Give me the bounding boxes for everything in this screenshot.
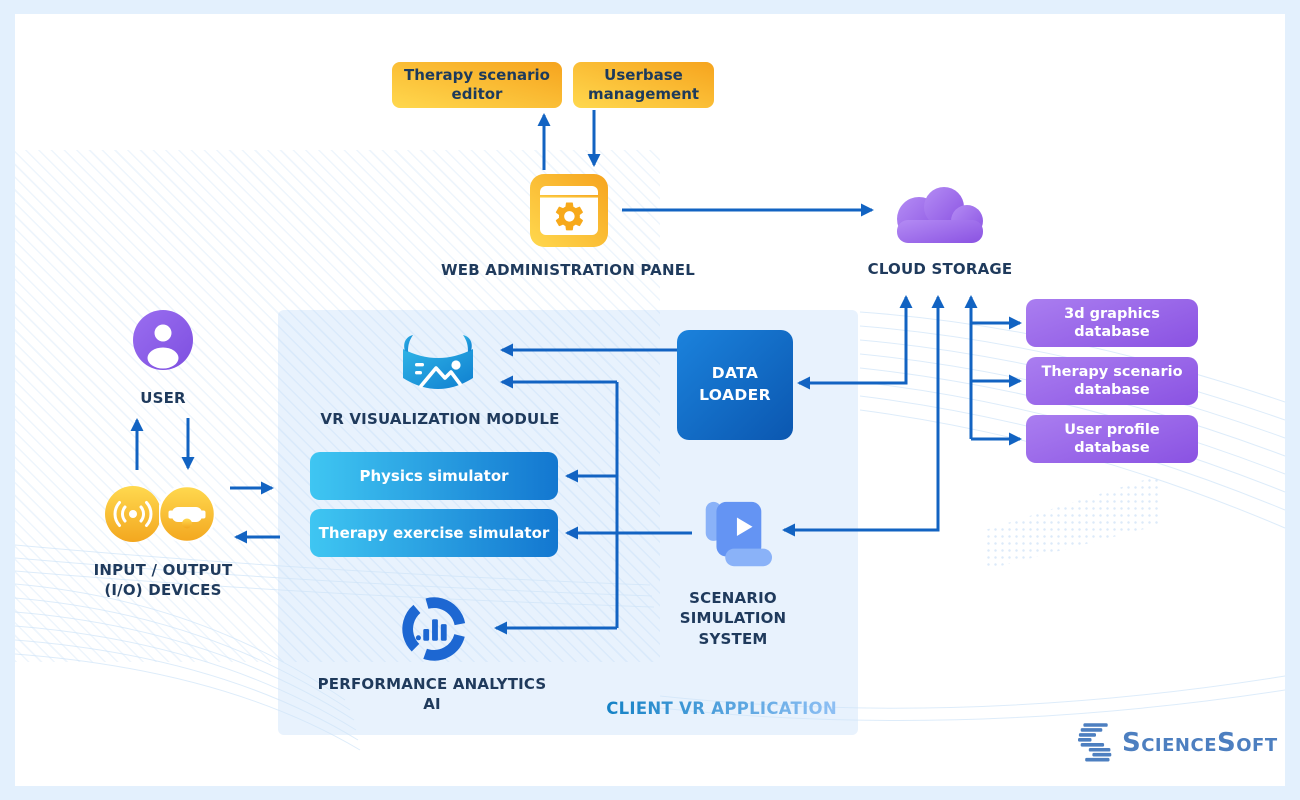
- physics-simulator-box: Physics simulator: [310, 452, 558, 500]
- gear-icon: [555, 202, 583, 231]
- data-loader-label: DATA LOADER: [699, 364, 771, 404]
- userbase-management-box: Userbase management: [573, 62, 714, 108]
- db-therapy-scenario-label: Therapy scenario database: [1041, 363, 1183, 398]
- vr-visor-icon: [393, 332, 483, 402]
- sciencesoft-logo-text: ScienceSoft: [1122, 728, 1278, 758]
- scenario-scroll-icon: [690, 496, 778, 574]
- io-sensor-icon: [105, 486, 161, 542]
- vr-visualization-module-label: VR VISUALIZATION MODULE: [320, 410, 560, 428]
- web-admin-icon: [530, 174, 608, 247]
- vr-headset-icon: [159, 486, 215, 542]
- io-devices-label: INPUT / OUTPUT (I/O) DEVICES: [93, 561, 233, 600]
- userbase-management-label: Userbase management: [587, 66, 700, 103]
- scenario-simulation-label: SCENARIO SIMULATION SYSTEM: [679, 589, 787, 648]
- physics-simulator-label: Physics simulator: [359, 467, 509, 485]
- sciencesoft-logo: ScienceSoft: [1078, 722, 1278, 764]
- db-3d-graphics-label: 3d graphics database: [1064, 305, 1160, 340]
- data-loader-box: DATA LOADER: [677, 330, 793, 440]
- cloud-icon: [888, 182, 990, 244]
- analytics-donut-icon: [395, 590, 473, 668]
- user-icon: [133, 310, 193, 370]
- cloud-storage-label: CLOUD STORAGE: [867, 260, 1013, 278]
- therapy-exercise-simulator-box: Therapy exercise simulator: [310, 509, 558, 557]
- sciencesoft-logo-icon: [1078, 723, 1112, 762]
- db-user-profile-box: User profile database: [1026, 415, 1198, 463]
- client-vr-application-label: CLIENT VR APPLICATION: [600, 699, 837, 718]
- therapy-scenario-editor-label: Therapy scenario editor: [404, 66, 550, 103]
- performance-analytics-label: PERFORMANCE ANALYTICS AI: [317, 675, 547, 714]
- therapy-scenario-editor-box: Therapy scenario editor: [392, 62, 562, 108]
- db-user-profile-label: User profile database: [1064, 421, 1160, 456]
- therapy-exercise-simulator-label: Therapy exercise simulator: [318, 524, 550, 542]
- web-admin-panel-label: WEB ADMINISTRATION PANEL: [441, 261, 695, 279]
- db-therapy-scenario-box: Therapy scenario database: [1026, 357, 1198, 405]
- user-label: USER: [140, 389, 186, 407]
- db-3d-graphics-box: 3d graphics database: [1026, 299, 1198, 347]
